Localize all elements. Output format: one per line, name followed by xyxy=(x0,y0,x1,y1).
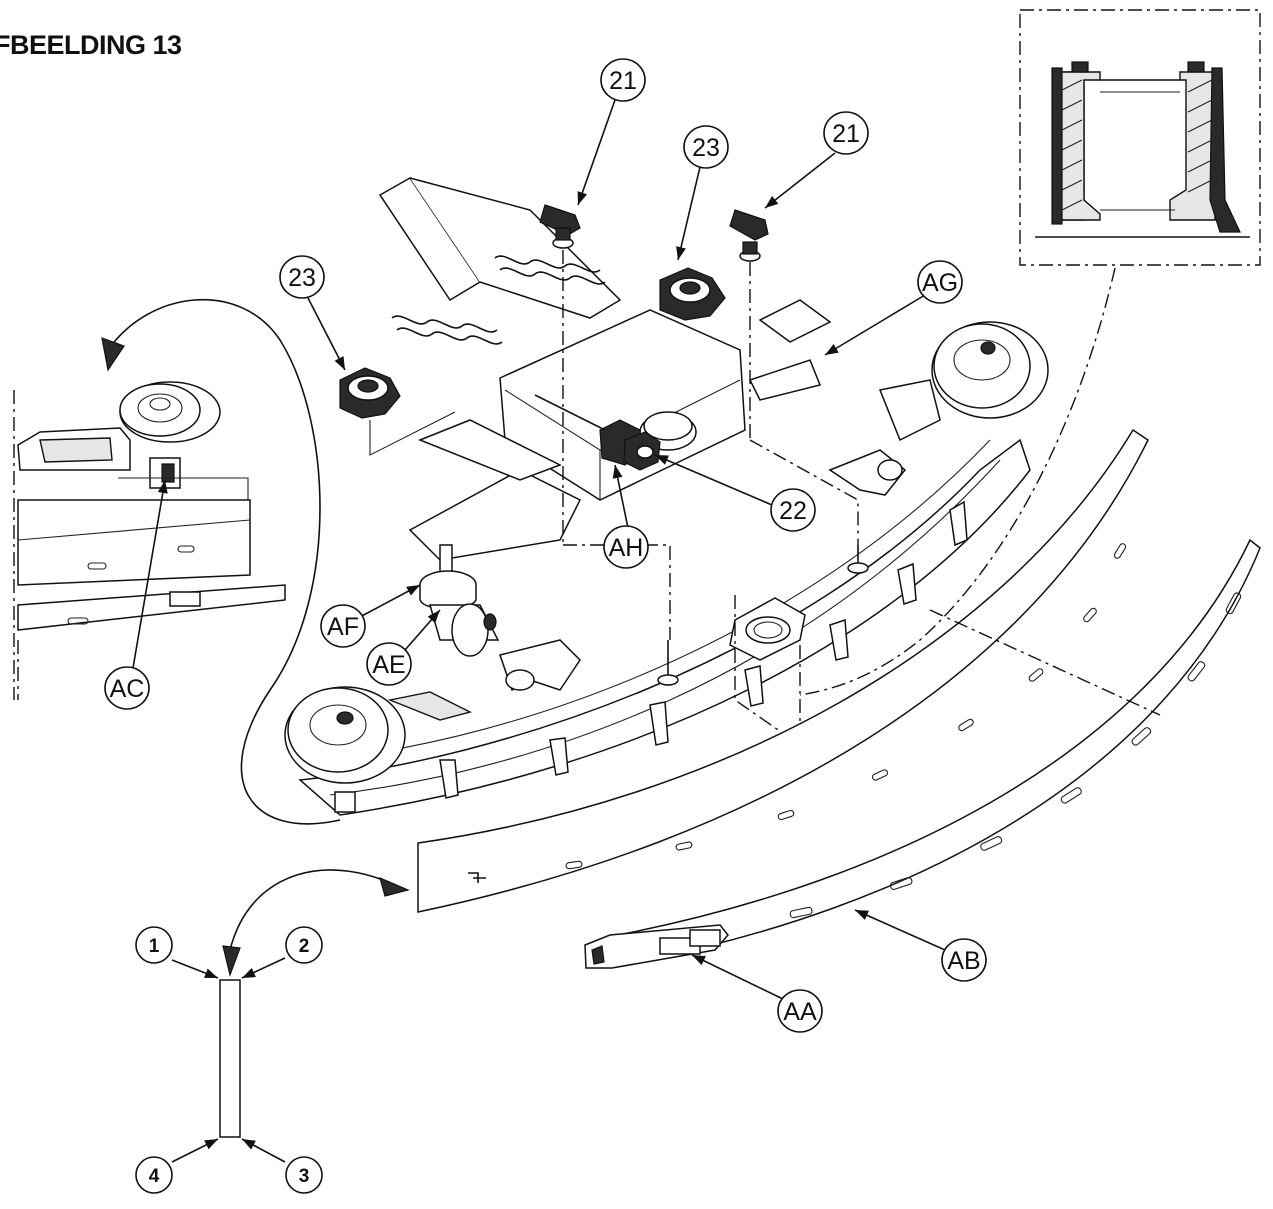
left-detail-inset xyxy=(13,381,286,700)
leader-arrowhead xyxy=(242,1139,256,1150)
leader-arrowhead xyxy=(204,968,218,978)
leader-arrowhead xyxy=(204,1139,218,1150)
leader-arrowhead xyxy=(157,480,168,494)
figure-title: FBEELDING 13 xyxy=(0,30,182,60)
corner-callout-4: 4 xyxy=(135,1156,173,1194)
callout-label: 21 xyxy=(609,67,637,95)
callout-label: AF xyxy=(327,613,359,641)
callout-ae: AE xyxy=(366,642,412,686)
callout-23: 23 xyxy=(683,125,729,169)
wing-bolt-21-right xyxy=(729,209,769,262)
leader-arrowhead xyxy=(655,455,669,465)
corner-label: 3 xyxy=(299,1166,310,1187)
callout-label: AB xyxy=(947,947,980,975)
blade-cross-section xyxy=(219,979,241,1138)
blade-section-connector xyxy=(229,869,406,951)
callout-label: 23 xyxy=(288,264,316,292)
inset-leader xyxy=(799,267,1116,696)
knob-23-left-leader xyxy=(369,411,456,456)
callout-ah: AH xyxy=(603,525,649,569)
leader-arrowhead xyxy=(825,344,839,355)
leader-arrowhead xyxy=(406,585,420,596)
squeegee-blade-rear xyxy=(617,538,1261,966)
knob-AH xyxy=(599,419,661,471)
callout-label: 22 xyxy=(779,497,807,525)
corner-callout-2: 2 xyxy=(285,926,323,964)
wing-bolt-21-left xyxy=(539,204,581,249)
callout-label: 21 xyxy=(832,120,860,148)
callout-label: 23 xyxy=(692,134,720,162)
leader-arrowhead xyxy=(427,610,440,624)
callout-label: AG xyxy=(922,269,958,297)
callout-label: AC xyxy=(110,675,145,703)
leader-arrowhead xyxy=(577,191,588,205)
leader-arrowhead xyxy=(612,465,623,479)
tension-latch xyxy=(584,924,729,969)
detail-inset xyxy=(1019,9,1261,266)
callout-23: 23 xyxy=(279,255,325,299)
callout-aa: AA xyxy=(777,989,823,1033)
callout-af: AF xyxy=(320,604,366,648)
callout-label: AA xyxy=(783,998,817,1026)
leader-arrowhead xyxy=(692,955,706,966)
leader-arrowhead xyxy=(855,910,869,920)
leader-arrowhead xyxy=(334,356,345,370)
corner-callout-3: 3 xyxy=(285,1156,323,1194)
corner-label: 1 xyxy=(149,936,160,957)
callout-21: 21 xyxy=(823,111,869,155)
corner-label: 4 xyxy=(149,1166,160,1187)
leader-arrowhead xyxy=(676,246,686,260)
corner-label: 2 xyxy=(299,936,310,957)
curved-connector xyxy=(107,298,341,825)
callout-ab: AB xyxy=(941,938,987,982)
callout-ag: AG xyxy=(917,260,963,304)
callout-label: AE xyxy=(372,651,405,679)
leader-arrowheads xyxy=(157,191,869,1150)
corner-callout-1: 1 xyxy=(135,926,173,964)
callout-label: AH xyxy=(609,534,644,562)
curved-connector-arrowhead xyxy=(101,337,125,372)
squeegee-blade-front xyxy=(417,428,1149,913)
leader-arrowhead xyxy=(242,967,256,978)
knob-23-center xyxy=(659,267,726,321)
callout-22: 22 xyxy=(770,488,816,532)
callout-ac: AC xyxy=(104,666,150,710)
callout-21: 21 xyxy=(600,58,646,102)
leader-arrowhead xyxy=(765,196,779,208)
knob-23-left xyxy=(339,367,401,419)
squeegee-frame xyxy=(284,177,1049,816)
